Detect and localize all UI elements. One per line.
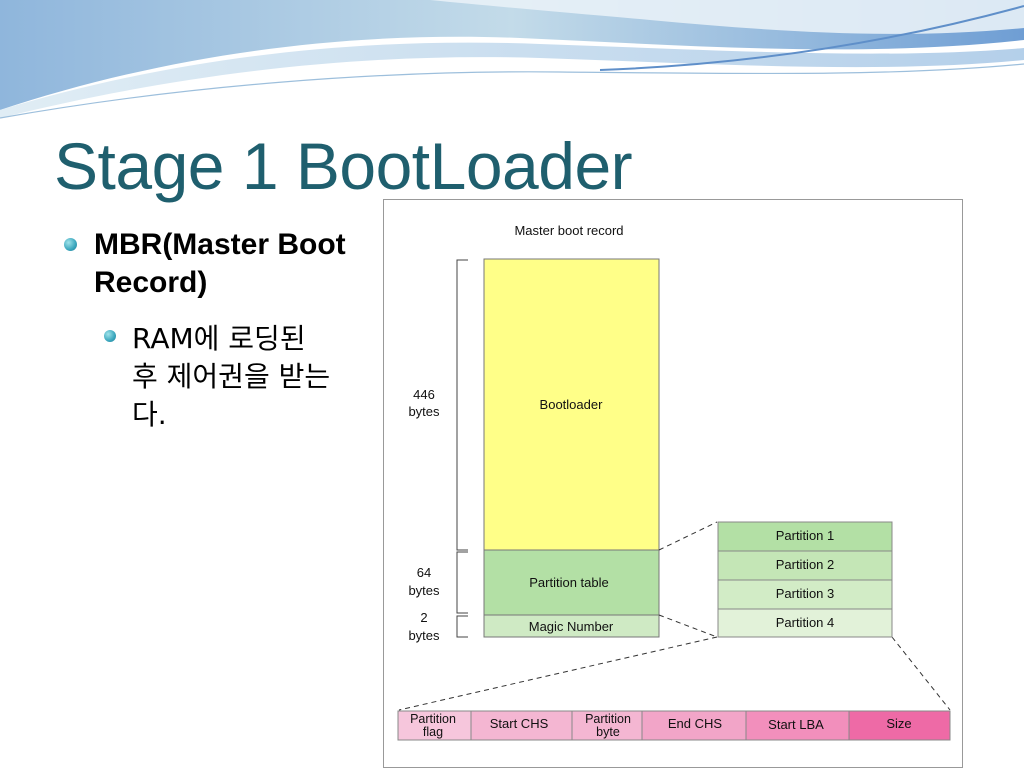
zoom-lines [398,521,951,711]
size-partition-table-unit: bytes [408,583,440,598]
field-partition-flag-line1: Partition [410,712,456,726]
field-partition-byte-line1: Partition [585,712,631,726]
bullet-mbr-text: MBR(Master Boot Record) [94,228,346,299]
field-size-label: Size [886,716,911,731]
partition-4-box [717,608,893,638]
partition-3-label: Partition 3 [776,586,835,601]
size-bootloader-value: 446 [413,387,435,402]
partition-entry-fields: Partition flag Start CHS Partition byte … [397,710,951,741]
size-brackets [456,259,468,638]
bullet-list: MBR(Master Boot Record) RAM에 로딩된 후 제어권을 … [64,226,374,434]
sub-bullet-text: RAM에 로딩된 후 제어권을 받는다. [132,322,331,431]
field-size-box [848,710,951,741]
magic-number-block [483,614,660,638]
zoom-line-partition-top [658,521,718,551]
field-partition-flag-line2: flag [423,725,443,739]
partition-2-box [717,550,893,581]
bracket-partition-table [456,551,468,614]
zoom-line-entry-right [891,636,951,711]
partition-1-box [717,521,893,552]
partition-entries: Partition 1 Partition 2 Partition 3 Part… [717,521,893,638]
partition-table-label: Partition table [529,575,609,590]
mbr-diagram-svg: Master boot record Bootloader Partition … [397,223,951,741]
bracket-magic-number [456,615,468,638]
size-magic-number-value: 2 [420,610,427,625]
field-end-chs-label: End CHS [668,716,723,731]
field-partition-byte-line2: byte [596,725,620,739]
header-wave-decoration [0,0,1024,130]
slide-title: Stage 1 BootLoader [54,129,633,203]
field-start-chs-box [470,710,573,741]
bootloader-label: Bootloader [540,397,604,412]
bullet-mbr: MBR(Master Boot Record) [64,226,374,302]
bullet-dot-icon [104,330,116,342]
bracket-bootloader [456,259,468,551]
partition-3-box [717,579,893,610]
partition-4-label: Partition 4 [776,615,835,630]
field-start-chs-label: Start CHS [490,716,549,731]
size-bootloader-unit: bytes [408,404,440,419]
sub-bullet-ram: RAM에 로딩된 후 제어권을 받는다. [104,320,334,434]
magic-number-label: Magic Number [529,619,614,634]
bullet-dot-icon [64,238,77,251]
size-partition-table-value: 64 [417,565,431,580]
partition-2-label: Partition 2 [776,557,835,572]
size-magic-number-unit: bytes [408,628,440,643]
mbr-diagram: Master boot record Bootloader Partition … [383,199,963,768]
field-end-chs-box [641,710,747,741]
field-partition-byte-box [571,710,643,741]
bootloader-block [483,258,660,551]
zoom-line-partition-bottom [658,614,718,638]
diagram-caption: Master boot record [514,223,623,238]
field-start-lba-box [745,710,850,741]
partition-table-block [483,549,660,616]
partition-1-label: Partition 1 [776,528,835,543]
zoom-line-entry-left [398,636,718,711]
field-start-lba-label: Start LBA [768,717,824,732]
mbr-column: Bootloader Partition table Magic Number [483,258,660,638]
